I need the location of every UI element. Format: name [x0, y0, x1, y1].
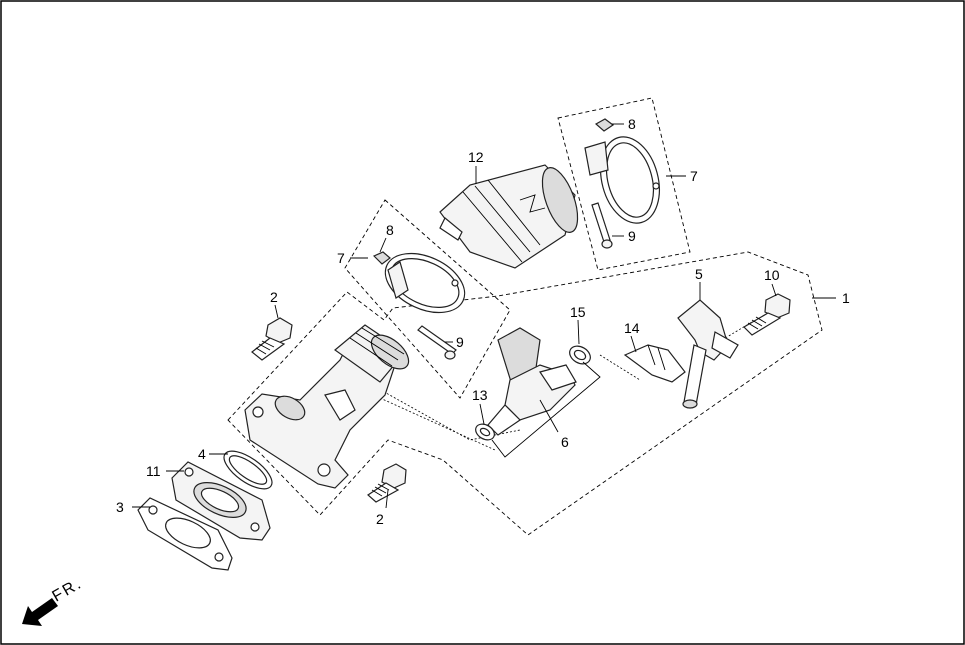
- leader-2a: [274, 304, 279, 319]
- callout-2-lower: 2: [376, 511, 384, 527]
- part-screw-9-left: [417, 325, 457, 360]
- callout-3: 3: [116, 499, 124, 515]
- callout-7-right: 7: [690, 168, 698, 184]
- part-clamp-7-right: [584, 136, 660, 224]
- callout-13: 13: [472, 387, 488, 403]
- part-bolt-2-upper: [251, 317, 293, 361]
- part-screw-9-right: [591, 202, 613, 249]
- group-outline-clamp-right: [557, 97, 691, 271]
- part-nut-8-left: [372, 251, 391, 265]
- part-clip-14: [623, 344, 686, 383]
- part-clamp-7-left: [384, 252, 466, 314]
- callout-8-right: 8: [628, 116, 636, 132]
- part-oring-15: [569, 345, 591, 365]
- group-outline-clamp-left: [344, 199, 511, 399]
- callout-6: 6: [561, 434, 569, 450]
- callout-14: 14: [624, 320, 640, 336]
- bracket-injector-set: [491, 361, 601, 458]
- part-fuel-joint-5: [677, 299, 739, 409]
- part-nut-8-right: [594, 118, 615, 132]
- leader-15: [577, 319, 580, 345]
- callout-7-left: 7: [337, 250, 345, 266]
- callout-5: 5: [695, 266, 703, 282]
- callout-10: 10: [764, 267, 780, 283]
- part-bolt-10: [743, 293, 791, 336]
- dotted-connector-b: [379, 397, 496, 451]
- part-gasket-3: [137, 497, 233, 571]
- leader-8a: [379, 237, 387, 253]
- leader-2b: [385, 489, 389, 509]
- callout-9-left: 9: [456, 334, 464, 350]
- callout-1: 1: [842, 290, 850, 306]
- dotted-connector-a: [344, 369, 521, 441]
- part-fuel-injector-6: [487, 327, 577, 436]
- part-insulator-11: [171, 461, 271, 541]
- part-bolt-2-lower: [367, 463, 407, 503]
- leader-10: [771, 283, 777, 297]
- callout-15: 15: [570, 304, 586, 320]
- callout-2-upper: 2: [270, 289, 278, 305]
- callout-9-right: 9: [628, 228, 636, 244]
- front-direction-arrow-icon: [22, 598, 58, 626]
- part-seal-13: [475, 423, 495, 441]
- callout-8-left: 8: [386, 222, 394, 238]
- part-intake-manifold: [244, 324, 410, 489]
- leader-13: [479, 403, 485, 425]
- callout-4: 4: [198, 446, 206, 462]
- part-intake-boot-12: [439, 164, 579, 269]
- callout-12: 12: [468, 149, 484, 165]
- leader-6: [539, 399, 559, 433]
- callout-11: 11: [146, 463, 161, 479]
- group-outline-assembly-1: [227, 251, 823, 536]
- leader-14: [630, 335, 637, 353]
